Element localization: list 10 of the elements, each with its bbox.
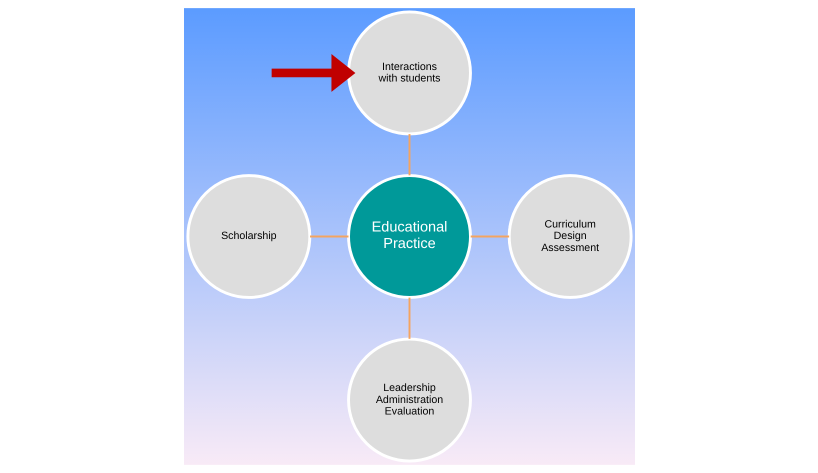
node-circle: Scholarship: [186, 174, 311, 299]
node-circle: Curriculum Design Assessment: [507, 174, 632, 299]
node-circle: Leadership Administration Evaluation: [346, 338, 472, 462]
connector: [470, 236, 509, 238]
arrow: [271, 54, 355, 92]
node-circle: Interactions with students: [346, 10, 472, 136]
connector: [408, 298, 410, 339]
connector: [310, 236, 348, 238]
connector: [408, 134, 410, 176]
node-circle: Educational Practice: [346, 174, 472, 299]
